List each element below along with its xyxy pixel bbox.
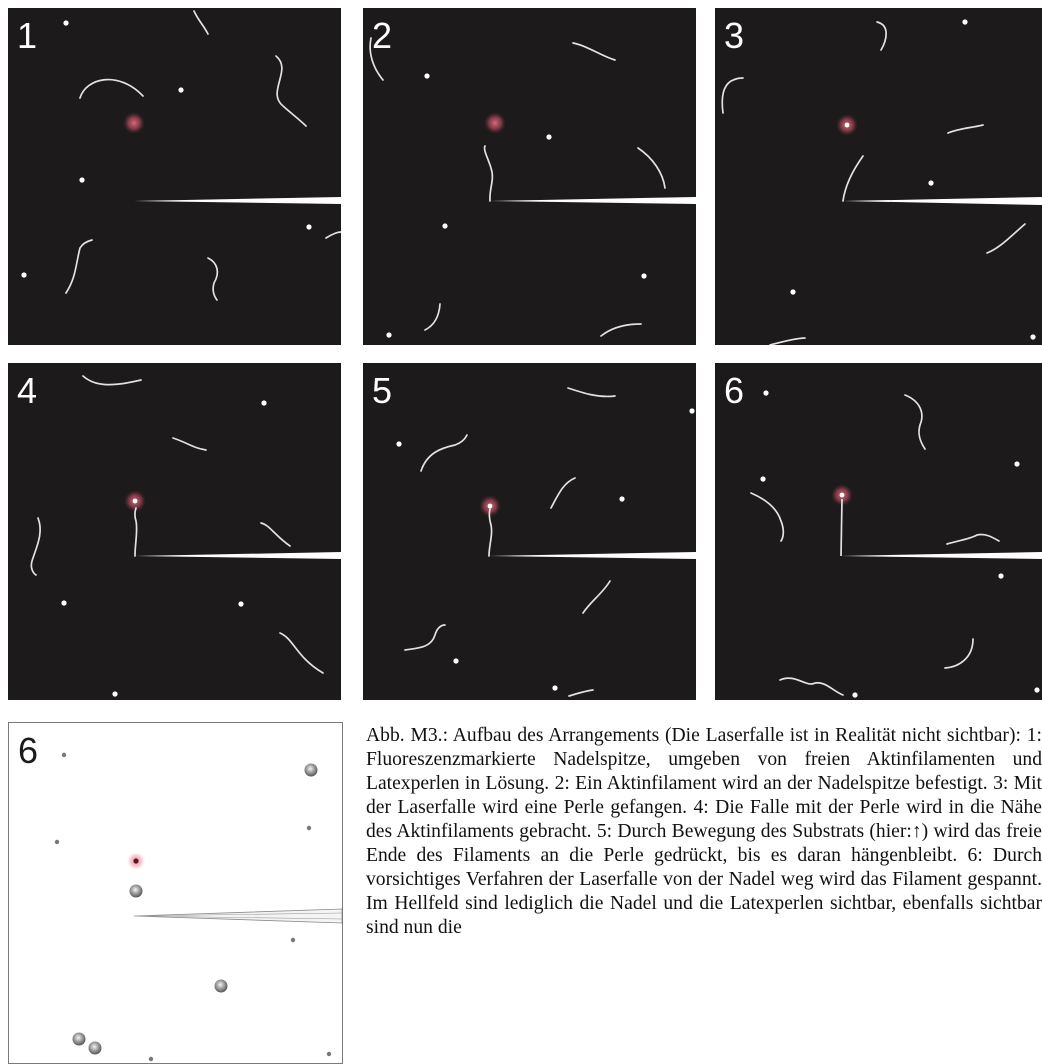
tensioned-filament bbox=[840, 498, 843, 557]
latex-bead bbox=[72, 1032, 86, 1046]
latex-bead bbox=[214, 979, 228, 993]
panel-2: 2 bbox=[363, 8, 696, 345]
panel-number: 6 bbox=[18, 730, 39, 771]
needle bbox=[135, 552, 341, 559]
latex-bead bbox=[129, 884, 143, 898]
panel-5-scene bbox=[396, 387, 696, 697]
panel-1-scene bbox=[21, 10, 341, 301]
latex-bead bbox=[304, 763, 318, 777]
panel-number: 6 bbox=[724, 370, 745, 411]
attached-filament bbox=[134, 507, 138, 557]
panel-6: 6 bbox=[715, 363, 1042, 700]
attached-filament bbox=[483, 145, 494, 202]
panel-5: 5 bbox=[363, 363, 696, 700]
brightfield-panel: 6 bbox=[8, 722, 343, 1064]
panel-number: 4 bbox=[17, 370, 38, 411]
attached-filament bbox=[488, 508, 493, 557]
panel-number: 2 bbox=[372, 15, 393, 56]
attached-filament bbox=[842, 155, 864, 202]
trapped-bead bbox=[133, 858, 139, 864]
needle bbox=[841, 552, 1042, 559]
figure-caption: Abb. M3.: Aufbau des Arrangements (Die L… bbox=[366, 725, 1042, 938]
trapped-bead bbox=[487, 503, 493, 509]
panel-number: 1 bbox=[17, 15, 38, 56]
panel-3-scene bbox=[721, 19, 1042, 345]
brightfield-scene bbox=[54, 752, 342, 1062]
needle bbox=[490, 197, 696, 204]
panel-4: 4 bbox=[8, 363, 341, 700]
needle bbox=[133, 908, 342, 924]
trapped-bead bbox=[132, 498, 138, 504]
panel-1: 1 bbox=[8, 8, 341, 345]
needle bbox=[489, 552, 696, 559]
panel-number: 3 bbox=[724, 15, 745, 56]
laser-trap bbox=[484, 112, 506, 134]
needle bbox=[843, 197, 1042, 205]
panel-4-scene bbox=[30, 375, 341, 697]
latex-bead bbox=[88, 1041, 102, 1055]
trapped-bead bbox=[844, 122, 850, 128]
panel-6-scene bbox=[750, 390, 1042, 698]
panel-2-scene bbox=[369, 37, 696, 338]
panel-3: 3 bbox=[715, 8, 1042, 345]
panel-number: 5 bbox=[372, 370, 393, 411]
trapped-bead bbox=[839, 492, 845, 498]
needle bbox=[134, 197, 341, 204]
laser-trap bbox=[123, 112, 145, 134]
